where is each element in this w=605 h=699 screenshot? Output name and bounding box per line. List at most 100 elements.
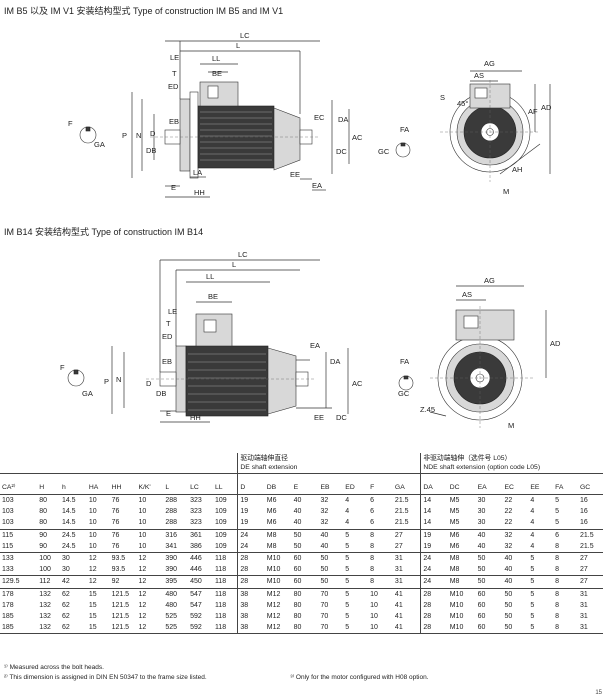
table-cell: 100 <box>39 566 51 574</box>
table-cell: 386 <box>190 542 202 550</box>
table-cell: M5 <box>449 519 460 527</box>
column-header: K/K' <box>136 473 164 495</box>
b14-dim-s: Z.45 <box>420 405 435 414</box>
table-cell: 60 <box>291 551 319 565</box>
table-cell: 288 <box>165 508 177 516</box>
column-header: GA <box>392 473 421 495</box>
table-cell: 103 <box>2 508 14 516</box>
table-cell: 60 <box>291 575 319 588</box>
table-cell: 15 <box>86 622 110 635</box>
table-cell: 80 <box>293 612 302 620</box>
table-cell: 547 <box>190 601 202 609</box>
table-cell: 121.5 <box>109 587 137 600</box>
table-cell: 14 <box>420 506 448 518</box>
table-cell: 38 <box>237 587 265 600</box>
table-cell: 22 <box>504 497 513 505</box>
table-cell: M6 <box>266 497 277 505</box>
table-cell: 41 <box>394 612 403 620</box>
table-cell: 121.5 <box>111 612 130 620</box>
table-cell: 8 <box>553 551 578 565</box>
table-cell: M10 <box>264 575 292 588</box>
table-cell: 14.5 <box>61 519 76 527</box>
table-cell: 10 <box>88 519 97 527</box>
table-cell: 8 <box>555 542 560 550</box>
table-cell: 12 <box>136 622 164 635</box>
b5-dim-db: DB <box>146 146 156 155</box>
table-cell: 323 <box>190 497 202 505</box>
table-cell: 76 <box>111 519 120 527</box>
table-cell: 31 <box>579 601 588 609</box>
table-cell: 24 <box>420 564 448 576</box>
table-cell: 8 <box>368 528 393 541</box>
table-cell: 121.5 <box>111 601 130 609</box>
footnote-2: ²⁾ This dimension is assigned in DIN EN … <box>4 674 207 681</box>
table-cell: 132 <box>37 587 60 600</box>
table-cell: 132 <box>39 601 51 609</box>
column-header: DB <box>264 473 292 495</box>
table-cell: M10 <box>449 601 464 609</box>
table-cell: 80 <box>293 601 302 609</box>
table-cell: 5 <box>530 601 535 609</box>
b5-dim-ed: ED <box>168 82 179 91</box>
table-cell: 76 <box>109 528 137 541</box>
table-cell: 40 <box>502 551 529 565</box>
column-header: HA <box>86 473 110 495</box>
table-cell: 30 <box>61 566 70 574</box>
table-cell: 80 <box>39 508 48 516</box>
table-cell: 70 <box>318 622 344 635</box>
table-cell: 31 <box>392 551 421 565</box>
table-cell: 12 <box>138 601 147 609</box>
table-cell: 70 <box>320 612 329 620</box>
column-header: HH <box>109 473 137 495</box>
table-cell: 31 <box>577 587 603 600</box>
table-cell: 40 <box>293 519 302 527</box>
b5-dim-ll: LL <box>212 54 220 63</box>
table-cell: 5 <box>555 497 560 505</box>
b5-dim-la: LA <box>193 168 202 177</box>
table-cell: 14 <box>420 517 448 530</box>
table-cell: 4 <box>530 519 535 527</box>
table-cell: 5 <box>343 622 369 635</box>
b14-drawing: LC L LL LE BE T ED EB P N D DB F GA E HH… <box>60 250 561 430</box>
table-cell: 80 <box>291 622 319 635</box>
table-cell: 12 <box>136 575 164 588</box>
table-cell: 60 <box>475 587 503 600</box>
table-cell: 28 <box>420 587 448 600</box>
table-cell: 21.5 <box>579 542 594 550</box>
table-cell: 109 <box>214 542 227 550</box>
table-cell: 288 <box>165 519 177 527</box>
table-cell: 118 <box>214 601 227 609</box>
table-cell: 480 <box>163 587 189 600</box>
table-cell: 5 <box>555 519 560 527</box>
table-cell: 115 <box>2 542 14 550</box>
table-cell: 27 <box>392 528 421 541</box>
table-cell: 14.5 <box>61 497 76 505</box>
b14-dim-e: E <box>166 409 171 418</box>
table-cell: 5 <box>555 508 560 516</box>
table-cell: 70 <box>320 601 329 609</box>
table-cell: 4 <box>345 508 350 516</box>
table-cell: M6 <box>447 528 476 541</box>
table-cell: 8 <box>368 575 393 588</box>
table-cell: 30 <box>477 519 486 527</box>
table-cell: 288 <box>165 497 177 505</box>
b14-motor-side-view <box>146 313 316 417</box>
table-cell: 70 <box>318 587 344 600</box>
b14-dim-hh: HH <box>190 413 201 422</box>
table-cell: 15 <box>86 587 110 600</box>
column-header: EC <box>502 473 529 495</box>
table-cell: 6 <box>553 528 578 541</box>
table-cell: 118 <box>212 575 238 588</box>
table-cell: 103 <box>2 519 14 527</box>
table-cell: 390 <box>163 551 189 565</box>
table-cell: 50 <box>293 542 302 550</box>
table-cell: 16 <box>579 519 588 527</box>
table-cell: 12 <box>88 566 97 574</box>
table-cell: 50 <box>477 566 486 574</box>
table-cell: 8 <box>370 542 375 550</box>
table-cell: 27 <box>577 551 603 565</box>
table-cell: 390 <box>165 566 177 574</box>
table-cell: 323 <box>190 508 202 516</box>
